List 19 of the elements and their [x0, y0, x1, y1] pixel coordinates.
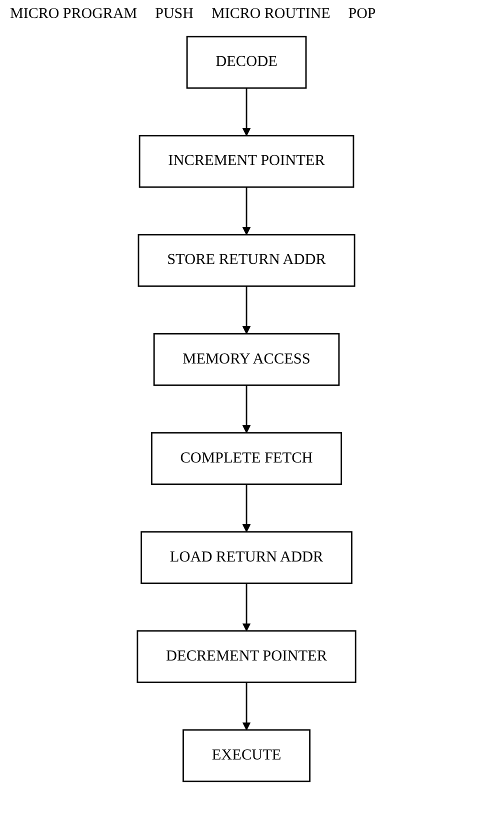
- arrow: [242, 583, 251, 632]
- arrow: [242, 682, 251, 730]
- node-box: LOAD RETURN ADDR: [140, 531, 352, 584]
- bracket-label: PUSH: [155, 6, 194, 23]
- arrow: [242, 385, 251, 434]
- bracket-label: POP: [348, 6, 376, 23]
- bracket-label: MICRO ROUTINE: [211, 6, 330, 23]
- node-box: DECREMENT POINTER: [136, 630, 356, 684]
- node-box: EXECUTE: [182, 729, 310, 782]
- arrow: [242, 187, 251, 236]
- arrow: [242, 286, 251, 334]
- arrow: [242, 88, 251, 136]
- node-box: DECODE: [186, 36, 307, 89]
- node-box: STORE RETURN ADDR: [138, 234, 356, 287]
- node-box: MEMORY ACCESS: [153, 333, 340, 386]
- bracket-label: MICRO PROGRAM: [10, 6, 138, 23]
- node-box: COMPLETE FETCH: [150, 432, 342, 485]
- arrow: [242, 484, 251, 532]
- node-box: INCREMENT POINTER: [138, 134, 354, 188]
